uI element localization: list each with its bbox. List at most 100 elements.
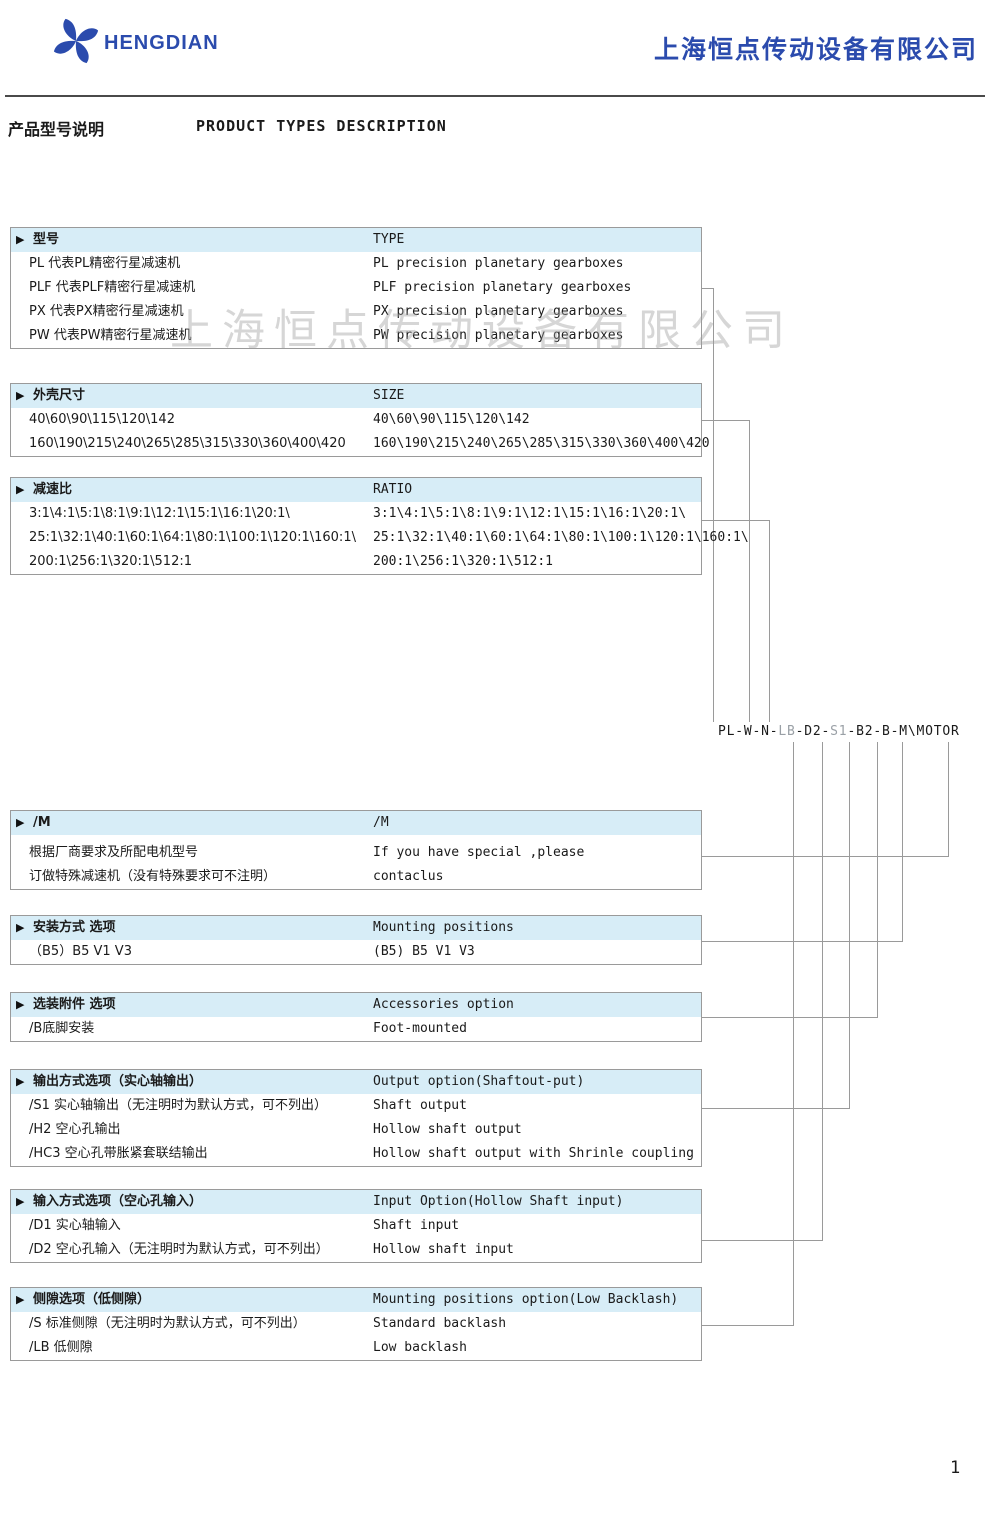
model-code-segment: -D2- (795, 724, 831, 739)
triangle-marker-icon: ▶ (16, 1293, 25, 1306)
triangle-marker-icon: ▶ (16, 816, 25, 829)
connector-line (877, 742, 878, 1017)
table-row: PLF 代表PLF精密行星减速机 PLF precision planetary… (11, 276, 701, 300)
section-mounting: ▶ 安装方式 选项 Mounting positions （B5）B5 V1 V… (10, 915, 702, 965)
row-text-en: Shaft input (373, 1218, 460, 1233)
connector-line (793, 742, 794, 1325)
triangle-marker-icon: ▶ (16, 998, 25, 1011)
hengdian-logo (52, 14, 100, 72)
row-text-en: Hollow shaft input (373, 1242, 514, 1257)
section-title-en: Output option(Shaftout-put) (373, 1074, 585, 1089)
connector-line (700, 520, 770, 521)
connector-line (700, 1325, 794, 1326)
page-number: 1 (950, 1458, 961, 1478)
section-header: ▶ 安装方式 选项 Mounting positions (11, 916, 701, 940)
section-type: ▶ 型号 TYPE PL 代表PL精密行星减速机 PL precision pl… (10, 227, 702, 349)
row-text-cn: 25:1\32:1\40:1\60:1\64:1\80:1\100:1\120:… (29, 530, 356, 545)
model-code-segment: S1 (830, 724, 848, 739)
row-text-cn: /S1 实心轴输出（无注明时为默认方式，可不列出） (29, 1098, 328, 1113)
section-title-en: TYPE (373, 232, 405, 247)
row-text-cn: 根据厂商要求及所配电机型号 (29, 845, 199, 860)
row-text-cn: 200:1\256:1\320:1\512:1 (29, 554, 192, 569)
table-row: /S1 实心轴输出（无注明时为默认方式，可不列出） Shaft output (11, 1094, 701, 1118)
section-title-en: /M (373, 815, 389, 830)
model-code-segment: LB (778, 724, 796, 739)
pinwheel-logo-icon (53, 18, 99, 64)
connector-line (700, 856, 949, 857)
row-text-cn: /LB 低侧隙 (29, 1340, 93, 1355)
section-header: ▶ 选装附件 选项 Accessories option (11, 993, 701, 1017)
section-output: ▶ 输出方式选项（实心轴输出） Output option(Shaftout-p… (10, 1069, 702, 1167)
section-title-en: SIZE (373, 388, 405, 403)
row-text-en: Shaft output (373, 1098, 467, 1113)
row-text-cn: PW 代表PW精密行星减速机 (29, 328, 192, 343)
table-row: （B5）B5 V1 V3 (B5) B5 V1 V3 (11, 940, 701, 964)
triangle-marker-icon: ▶ (16, 1195, 25, 1208)
section-header: ▶ 减速比 RATIO (11, 478, 701, 502)
section-title-en: Mounting positions option(Low Backlash) (373, 1292, 679, 1307)
row-text-cn: 订做特殊减速机（没有特殊要求可不注明） (29, 869, 277, 884)
row-text-en: Low backlash (373, 1340, 467, 1355)
brand-name: HENGDIAN (104, 32, 219, 54)
section-title-cn: 输入方式选项（空心孔输入） (33, 1194, 203, 1209)
section-title-cn: 减速比 (33, 482, 73, 497)
row-text-en: contaclus (373, 869, 444, 884)
connector-line (700, 288, 714, 289)
section-header: ▶ 型号 TYPE (11, 228, 701, 252)
section-m: ▶ /M /M 根据厂商要求及所配电机型号 If you have specia… (10, 810, 702, 890)
row-text-cn: PL 代表PL精密行星减速机 (29, 256, 181, 271)
triangle-marker-icon: ▶ (16, 483, 25, 496)
connector-line (700, 941, 903, 942)
table-row: 25:1\32:1\40:1\60:1\64:1\80:1\100:1\120:… (11, 526, 749, 550)
table-row: 200:1\256:1\320:1\512:1 200:1\256:1\320:… (11, 550, 701, 574)
connector-line (849, 742, 850, 1108)
section-input: ▶ 输入方式选项（空心孔输入） Input Option(Hollow Shaf… (10, 1189, 702, 1263)
connector-line (822, 742, 823, 1240)
section-title-cn: 侧隙选项（低侧隙） (33, 1292, 151, 1307)
connector-line (700, 420, 750, 421)
section-ratio: ▶ 减速比 RATIO 3:1\4:1\5:1\8:1\9:1\12:1\15:… (10, 477, 749, 575)
header-divider (5, 95, 985, 97)
section-size: ▶ 外壳尺寸 SIZE 40\60\90\115\120\142 40\60\9… (10, 383, 710, 457)
section-title-cn: 安装方式 选项 (33, 920, 116, 935)
table-row: 160\190\215\240\265\285\315\330\360\400\… (11, 432, 710, 456)
table-row: 40\60\90\115\120\142 40\60\90\115\120\14… (11, 408, 701, 432)
row-text-cn: 3:1\4:1\5:1\8:1\9:1\12:1\15:1\16:1\20:1\ (29, 506, 290, 521)
company-name: 上海恒点传动设备有限公司 (653, 35, 978, 64)
row-text-en: Standard backlash (373, 1316, 507, 1331)
row-text-cn: 40\60\90\115\120\142 (29, 412, 175, 427)
row-text-en: (B5) B5 V1 V3 (373, 944, 475, 959)
row-text-en: 160\190\215\240\265\285\315\330\360\400\… (373, 436, 710, 451)
table-row: PX 代表PX精密行星减速机 PX precision planetary ge… (11, 300, 701, 324)
table-row: /D2 空心孔输入（无注明时为默认方式，可不列出） Hollow shaft i… (11, 1238, 701, 1262)
section-title-cn: 型号 (33, 232, 60, 247)
row-text-en: 200:1\256:1\320:1\512:1 (373, 554, 554, 569)
row-text-cn: /B底脚安装 (29, 1021, 95, 1036)
row-text-en: PW precision planetary gearboxes (373, 328, 624, 343)
triangle-marker-icon: ▶ (16, 233, 25, 246)
table-row: 根据厂商要求及所配电机型号 If you have special ,pleas… (11, 841, 701, 865)
section-backlash: ▶ 侧隙选项（低侧隙） Mounting positions option(Lo… (10, 1287, 702, 1361)
triangle-marker-icon: ▶ (16, 389, 25, 402)
section-title-cn: 输出方式选项（实心轴输出） (33, 1074, 203, 1089)
table-row: /B底脚安装 Foot-mounted (11, 1017, 701, 1041)
section-title-en: Mounting positions (373, 920, 514, 935)
section-title-en: Input Option(Hollow Shaft input) (373, 1194, 624, 1209)
connector-line (713, 288, 714, 722)
triangle-marker-icon: ▶ (16, 921, 25, 934)
row-text-cn: /S 标准侧隙（无注明时为默认方式，可不列出） (29, 1316, 306, 1331)
connector-line (902, 742, 903, 941)
section-header: ▶ 输出方式选项（实心轴输出） Output option(Shaftout-p… (11, 1070, 701, 1094)
table-row: 3:1\4:1\5:1\8:1\9:1\12:1\15:1\16:1\20:1\… (11, 502, 701, 526)
row-text-en: 40\60\90\115\120\142 (373, 412, 530, 427)
page-title-cn: 产品型号说明 (8, 120, 105, 139)
table-row: /HC3 空心孔带胀紧套联结输出 Hollow shaft output wit… (11, 1142, 701, 1166)
row-text-en: PX precision planetary gearboxes (373, 304, 624, 319)
section-title-cn: 选装附件 选项 (33, 997, 116, 1012)
table-row: /D1 实心轴输入 Shaft input (11, 1214, 701, 1238)
connector-line (749, 420, 750, 722)
connector-line (948, 742, 949, 856)
section-header: ▶ /M /M (11, 811, 701, 835)
row-text-cn: /D1 实心轴输入 (29, 1218, 121, 1233)
